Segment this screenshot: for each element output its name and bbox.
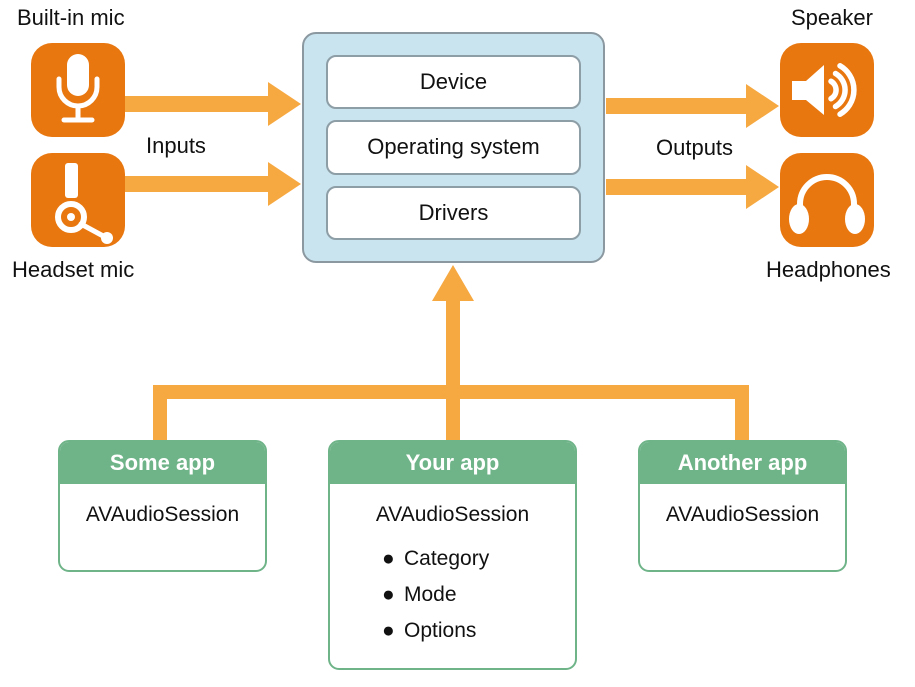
builtin-mic-label: Built-in mic	[17, 5, 125, 30]
output-arrow-headphones	[606, 165, 779, 209]
layer-device: Device	[326, 55, 581, 110]
headphones-tile	[780, 153, 874, 247]
builtin-mic-tile	[31, 43, 125, 137]
speaker-label: Speaker	[791, 5, 873, 30]
list-item: ●Category	[382, 541, 575, 577]
system-stack-box: Device Operating system Drivers	[302, 32, 605, 263]
avaudiosession-label: AVAudioSession	[375, 503, 530, 526]
output-arrow-speaker	[606, 84, 779, 128]
avaudiosession-label: AVAudioSession	[665, 503, 820, 526]
bullet-icon: ●	[382, 547, 395, 570]
apps-to-system-connector	[153, 265, 749, 441]
bullet-icon: ●	[382, 583, 395, 606]
app-card-some-app: Some app AVAudioSession	[58, 440, 267, 572]
app-card-another-app: Another app AVAudioSession	[638, 440, 847, 572]
headset-mic-icon	[55, 163, 113, 244]
input-arrow-builtin-mic	[125, 82, 301, 126]
avaudiosession-label: AVAudioSession	[85, 503, 240, 526]
outputs-label: Outputs	[656, 135, 734, 160]
app-card-header: Another app	[640, 442, 845, 484]
headset-mic-tile	[31, 153, 125, 247]
layer-drivers: Drivers	[326, 185, 581, 240]
headphones-label: Headphones	[766, 257, 891, 282]
app-card-header: Your app	[330, 442, 575, 484]
layer-operating-system: Operating system	[326, 120, 581, 175]
up-arrowhead	[432, 265, 474, 301]
list-item: ●Mode	[382, 577, 575, 613]
app-card-header: Some app	[60, 442, 265, 484]
headset-mic-label: Headset mic	[12, 257, 135, 282]
speaker-icon	[792, 63, 857, 117]
input-arrow-headset-mic	[125, 162, 301, 206]
app-card-your-app: Your app AVAudioSession ●Category ●Mode …	[328, 440, 577, 670]
bullet-icon: ●	[382, 619, 395, 642]
list-item: ●Options	[382, 613, 575, 649]
session-properties-list: ●Category ●Mode ●Options	[382, 541, 575, 649]
builtin-mic-icon	[56, 54, 100, 123]
speaker-tile	[780, 43, 874, 137]
headphones-icon	[789, 174, 865, 234]
inputs-label: Inputs	[146, 133, 206, 158]
